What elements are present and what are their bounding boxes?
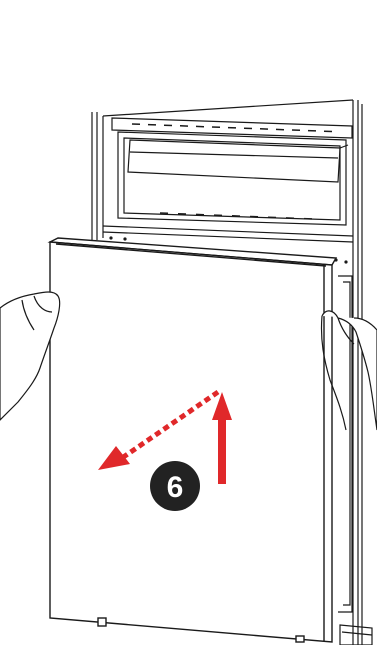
step-badge: 6	[150, 461, 200, 511]
door-panel	[50, 238, 336, 642]
step-number: 6	[167, 471, 184, 504]
